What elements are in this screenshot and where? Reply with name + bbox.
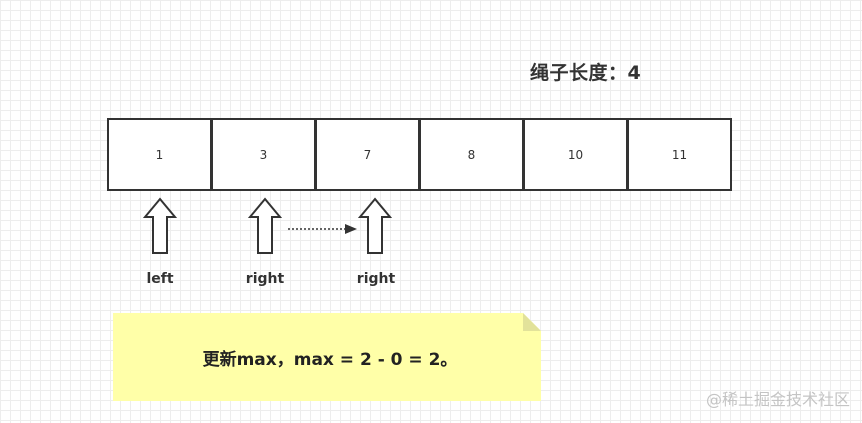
right-pointer-new-arrow-icon (358, 197, 392, 254)
left-pointer-arrow-icon (143, 197, 177, 254)
note-box: 更新max，max = 2 - 0 = 2。 (113, 313, 541, 401)
right-pointer-new-label: right (356, 271, 396, 287)
array-row: 1 3 7 8 10 11 (107, 118, 732, 191)
array-cell: 10 (523, 118, 628, 191)
watermark: @稀土掘金技术社区 (705, 390, 850, 409)
right-pointer-old-label: right (245, 271, 285, 287)
array-cell: 7 (315, 118, 420, 191)
note-text: 更新max，max = 2 - 0 = 2。 (202, 349, 458, 370)
right-pointer-old-arrow-icon (248, 197, 282, 254)
rope-length-label: 绳子长度：4 (530, 62, 642, 84)
note-background (113, 313, 541, 401)
array-cell: 1 (107, 118, 212, 191)
array-cell: 3 (211, 118, 316, 191)
left-pointer-label: left (146, 271, 174, 287)
move-dashed-arrow-icon (288, 224, 357, 234)
array-cell: 11 (627, 118, 732, 191)
array-cell: 8 (419, 118, 524, 191)
